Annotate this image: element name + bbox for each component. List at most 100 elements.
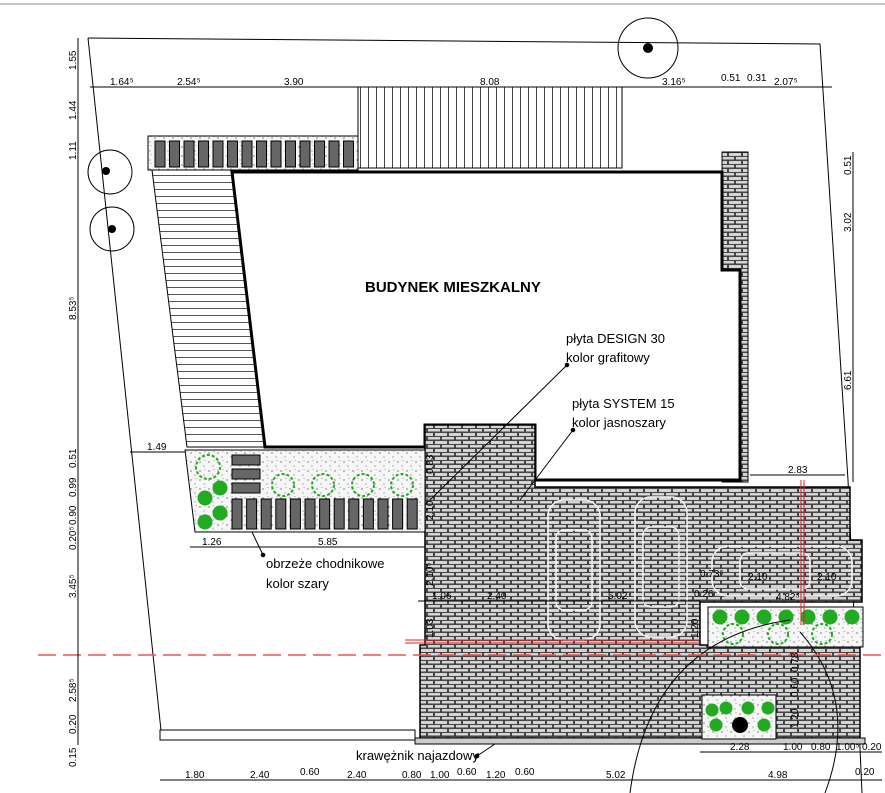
- svg-text:0.60: 0.60: [790, 677, 801, 697]
- plant-icon: [709, 718, 723, 732]
- svg-text:1.06: 1.06: [432, 591, 452, 602]
- svg-text:5.02: 5.02: [606, 770, 626, 781]
- svg-text:2.10⁵: 2.10⁵: [425, 562, 436, 586]
- plant-icon: [705, 703, 719, 717]
- gate-swing-arc: [799, 631, 839, 793]
- paver-slab: [169, 140, 180, 168]
- plant-icon: [811, 623, 833, 645]
- svg-text:0.20: 0.20: [68, 714, 79, 734]
- paver-slab: [198, 140, 209, 168]
- paver-slab: [231, 498, 243, 530]
- car-outlines: [547, 496, 853, 641]
- plant-icon: [719, 701, 733, 715]
- driveway-paving: [419, 424, 863, 739]
- paver-slab: [231, 454, 261, 466]
- svg-text:0.99: 0.99: [68, 477, 79, 497]
- paver-slab: [212, 140, 224, 168]
- plant-icon: [761, 701, 775, 715]
- dims-bottom-row1: 2.28 1.00 0.80 1.00⁵ 0.20: [730, 742, 882, 753]
- paver-slab: [231, 482, 261, 494]
- plant-icon: [212, 505, 228, 521]
- plants-bottom: [705, 701, 775, 732]
- svg-text:1.55: 1.55: [68, 50, 79, 70]
- svg-text:1.49: 1.49: [147, 442, 167, 453]
- plant-icon: [756, 609, 772, 625]
- plant-icon: [212, 480, 228, 496]
- svg-text:0.31: 0.31: [747, 73, 767, 84]
- paver-slab: [260, 498, 272, 530]
- svg-text:0.20: 0.20: [862, 742, 882, 753]
- paver-slab: [183, 140, 195, 168]
- svg-text:0.90: 0.90: [68, 505, 79, 525]
- paver-slab: [289, 498, 301, 530]
- svg-text:1.26: 1.26: [202, 537, 222, 548]
- svg-text:5.85: 5.85: [318, 537, 338, 548]
- svg-text:0.26: 0.26: [694, 589, 714, 600]
- plant-icon: [271, 473, 295, 497]
- svg-text:1.00⁵: 1.00⁵: [836, 742, 860, 753]
- svg-text:2.40: 2.40: [347, 770, 367, 781]
- svg-text:0.78: 0.78: [790, 652, 801, 672]
- tree-trunk-icon: [732, 717, 748, 733]
- plant-icon: [767, 623, 789, 645]
- svg-text:0.20: 0.20: [855, 767, 875, 778]
- paver-slab: [348, 498, 360, 530]
- plant-icon: [822, 609, 838, 625]
- svg-text:1.00: 1.00: [783, 742, 803, 753]
- stepping-stones: [231, 454, 418, 530]
- paver-slab: [362, 498, 374, 530]
- svg-text:2.07⁵: 2.07⁵: [774, 77, 798, 88]
- dimension-lines: [77, 38, 882, 781]
- svg-text:2.28: 2.28: [730, 742, 750, 753]
- paver-slab: [246, 498, 258, 530]
- gate-swing-arc: [629, 619, 791, 793]
- svg-text:0.80: 0.80: [811, 742, 831, 753]
- dims-right: 0.51 3.02 6.61: [843, 155, 854, 390]
- plant-icon: [197, 490, 213, 506]
- paver-slab: [333, 498, 345, 530]
- paver-slab: [392, 498, 404, 530]
- plant-icon: [757, 718, 771, 732]
- dims-left: 1.55 1.44 1.11 8.53⁵ 0.51 0.99 0.90 0.20…: [68, 50, 79, 767]
- paver-slab: [406, 498, 418, 530]
- svg-text:0.51: 0.51: [843, 155, 854, 175]
- svg-text:8.08: 8.08: [480, 77, 500, 88]
- annotation-edge-color: kolor szary: [266, 576, 329, 591]
- svg-text:2.54⁵: 2.54⁵: [177, 77, 201, 88]
- annotation-edge: obrzeże chodnikowe: [266, 556, 385, 571]
- svg-text:3.16⁵: 3.16⁵: [662, 77, 686, 88]
- svg-text:1.64⁵: 1.64⁵: [110, 77, 134, 88]
- plant-icon: [722, 623, 744, 645]
- plant-icon: [390, 473, 414, 497]
- plant-icon: [844, 609, 860, 625]
- svg-text:0.73⁵: 0.73⁵: [700, 569, 724, 580]
- plant-icon: [734, 609, 750, 625]
- paver-slab: [227, 140, 238, 168]
- svg-text:0.60: 0.60: [515, 767, 535, 778]
- svg-text:8.53⁵: 8.53⁵: [68, 296, 79, 320]
- svg-text:0.60: 0.60: [457, 767, 477, 778]
- plot-boundary-left: [87, 37, 163, 741]
- annotation-design30-color: kolor grafitowy: [566, 350, 650, 365]
- paver-slab: [231, 468, 261, 480]
- svg-text:0.15: 0.15: [68, 747, 79, 767]
- dims-bottom-row2: 1.80 2.40 0.60 2.40 0.80 1.00 0.60 1.20 …: [185, 767, 875, 781]
- svg-text:1.20: 1.20: [790, 708, 801, 728]
- paver-slab: [319, 498, 331, 530]
- plant-icon: [741, 701, 755, 715]
- dims-top: 1.64⁵ 2.54⁵ 3.90 8.08 3.16⁵ 0.51 0.31 2.…: [110, 73, 798, 88]
- svg-text:0.80: 0.80: [402, 770, 422, 781]
- paver-slab: [256, 140, 267, 168]
- svg-text:4.98: 4.98: [768, 770, 788, 781]
- svg-text:5.02: 5.02: [608, 591, 628, 602]
- annotation-design30: płyta DESIGN 30: [566, 331, 665, 346]
- annotation-curb: krawężnik najazdowy: [356, 748, 479, 763]
- paver-slab: [343, 140, 354, 168]
- svg-text:2.10⁵: 2.10⁵: [425, 496, 436, 520]
- svg-text:1.00: 1.00: [430, 770, 450, 781]
- svg-text:4.82⁵: 4.82⁵: [776, 592, 800, 603]
- svg-text:1.03: 1.03: [425, 618, 436, 638]
- plants-left: [195, 454, 414, 530]
- svg-text:1.80: 1.80: [185, 770, 205, 781]
- svg-text:1.44: 1.44: [68, 100, 79, 120]
